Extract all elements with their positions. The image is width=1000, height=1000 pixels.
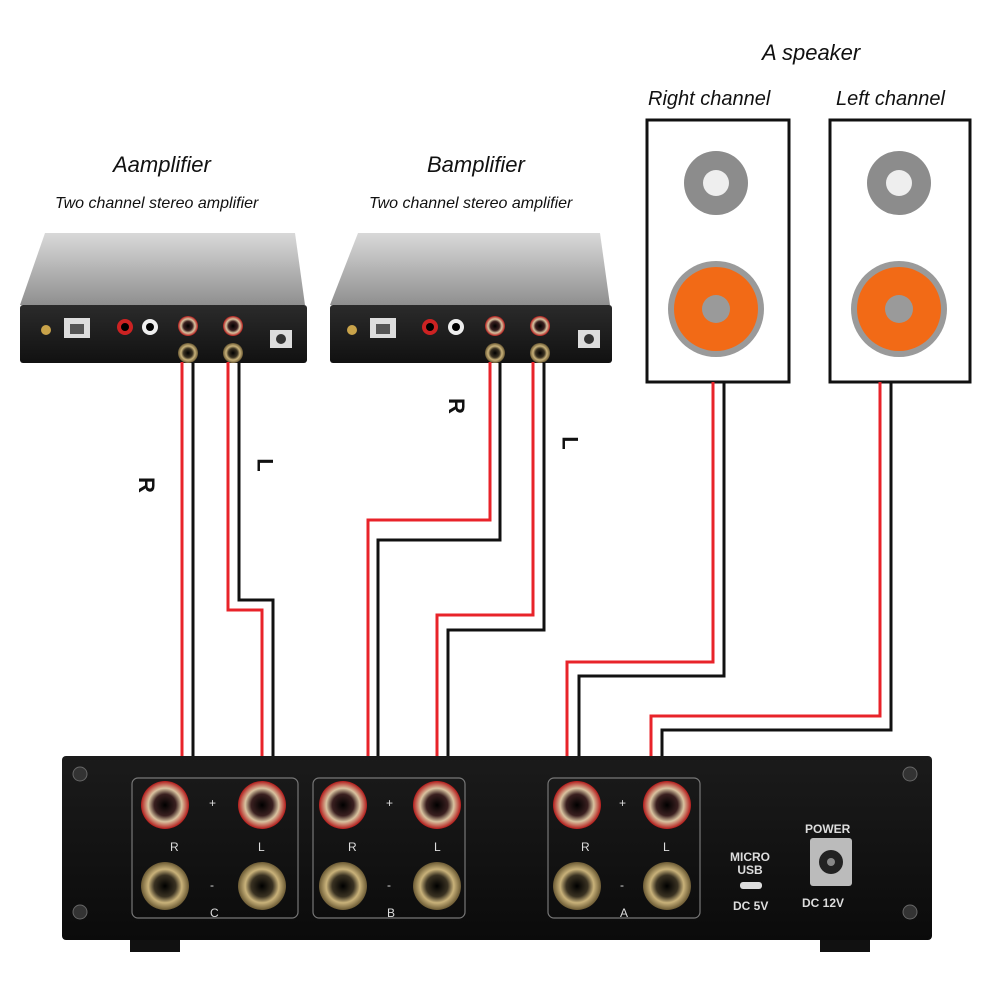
speaker-switcher [62, 756, 932, 952]
speaker-title: A speaker [762, 40, 861, 65]
speaker-right-label: Right channel [648, 88, 771, 110]
amplifier-a [20, 233, 307, 363]
wires [180, 362, 893, 760]
speaker-right [645, 118, 791, 384]
amp-a-title: Aamplifier [113, 152, 211, 177]
amp-a-subtitle: Two channel stereo amplifier [55, 195, 259, 212]
amplifier-b [330, 233, 612, 363]
speaker-left [828, 118, 972, 384]
amp-b-title: Bamplifier [427, 152, 525, 177]
amp-b-subtitle: Two channel stereo amplifier [369, 195, 573, 212]
speaker-left-label: Left channel [836, 88, 945, 110]
